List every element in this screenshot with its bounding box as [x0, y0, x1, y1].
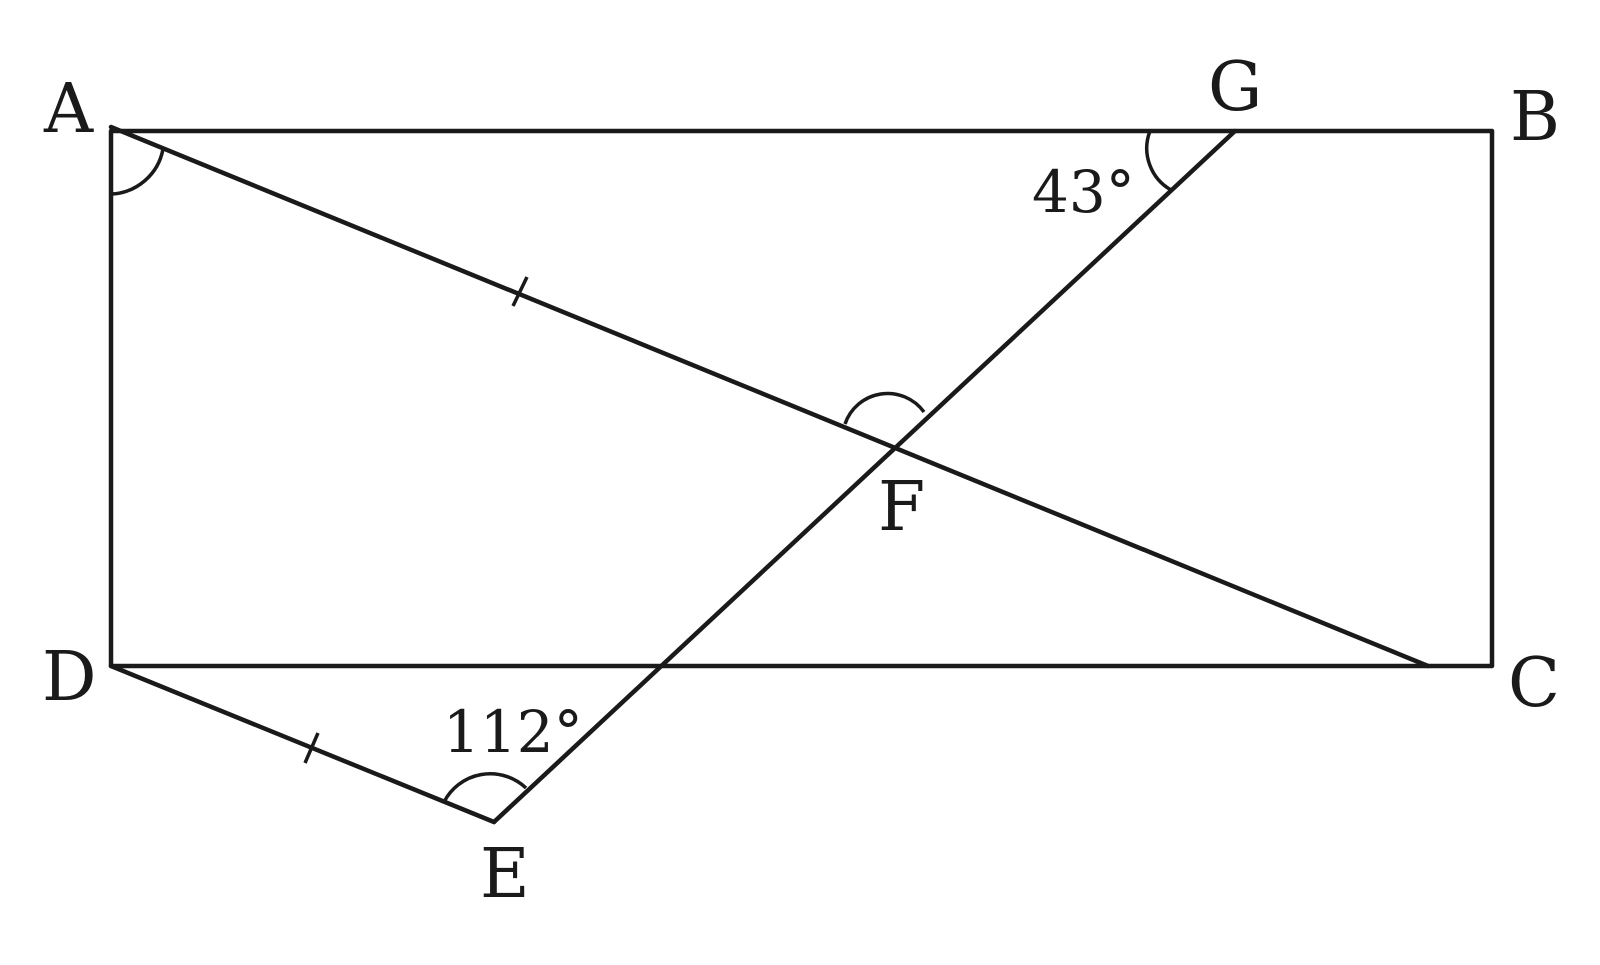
angle-label-e: 112°	[443, 698, 583, 766]
point-label-b: B	[1510, 78, 1560, 157]
point-label-g: G	[1208, 48, 1262, 127]
angle-arc-e	[442, 772, 528, 803]
rectangle-abcd	[108, 128, 1495, 669]
point-label-c: C	[1508, 644, 1560, 723]
segment-ge	[491, 128, 1238, 825]
segment-af	[108, 124, 1431, 669]
point-label-a: A	[43, 70, 94, 149]
angle-arc-f	[843, 391, 926, 425]
segment-de	[108, 663, 497, 825]
tick-mark-af	[511, 276, 529, 307]
angle-label-g: 43°	[1032, 158, 1135, 226]
tick-mark-de	[303, 732, 320, 764]
angle-arc-g	[1145, 130, 1172, 192]
point-label-e: E	[480, 835, 530, 914]
point-label-f: F	[878, 468, 925, 547]
angle-arc-a	[110, 148, 165, 196]
point-label-d: D	[42, 638, 97, 717]
